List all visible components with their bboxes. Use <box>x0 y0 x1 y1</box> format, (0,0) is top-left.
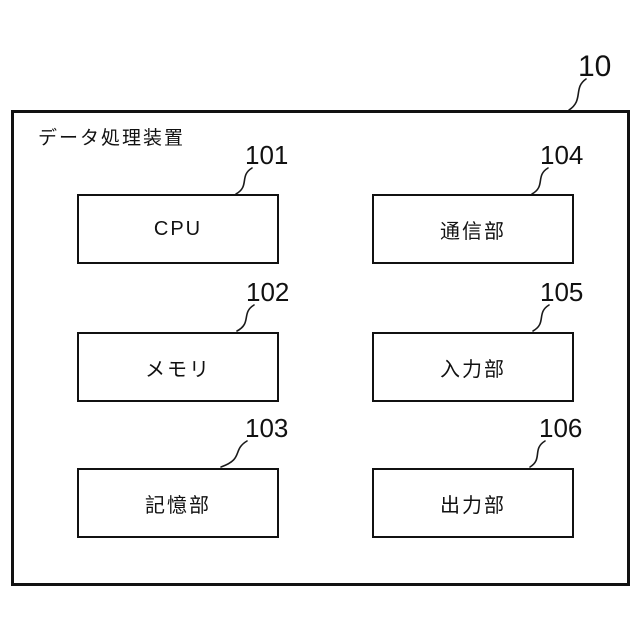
component-label-cpu: CPU <box>153 217 203 240</box>
component-box-cpu: CPU <box>77 194 279 264</box>
ref-label-memory: 102 <box>246 277 290 307</box>
component-label-input: 入力部 <box>440 358 506 381</box>
device-title: データ処理装置 <box>38 128 186 149</box>
component-label-comm: 通信部 <box>440 220 506 243</box>
leader-line-10 <box>568 78 587 111</box>
component-box-output: 出力部 <box>372 468 574 538</box>
ref-label-cpu: 101 <box>245 140 289 170</box>
component-box-input: 入力部 <box>372 332 574 402</box>
component-label-storage: 記憶部 <box>145 494 211 517</box>
ref-label-comm: 104 <box>540 140 584 170</box>
ref-label-input: 105 <box>540 277 584 307</box>
ref-label-device: 10 <box>578 50 612 83</box>
component-box-memory: メモリ <box>77 332 279 402</box>
ref-label-output: 106 <box>539 413 583 443</box>
ref-label-storage: 103 <box>245 413 289 443</box>
component-label-output: 出力部 <box>440 494 506 517</box>
component-label-memory: メモリ <box>145 358 211 381</box>
component-box-comm: 通信部 <box>372 194 574 264</box>
device-outer-box: データ処理装置 <box>11 110 630 586</box>
component-box-storage: 記憶部 <box>77 468 279 538</box>
